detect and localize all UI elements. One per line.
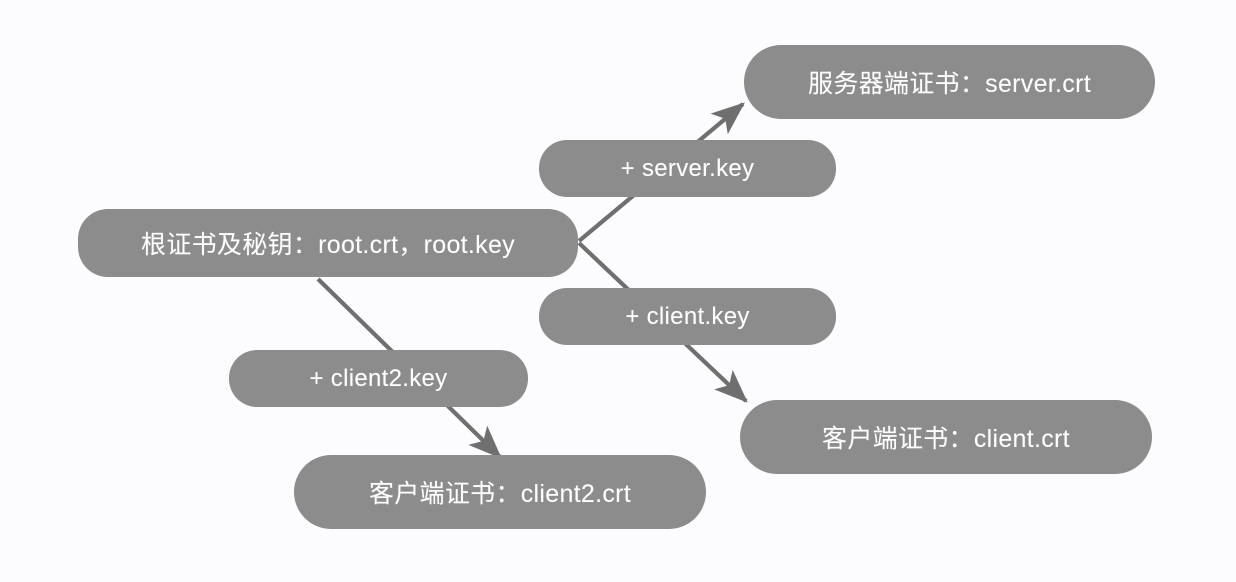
node-client2-certificate[interactable]: 客户端证书：client2.crt <box>294 455 706 529</box>
node-root-certificate[interactable]: 根证书及秘钥：root.crt，root.key <box>78 209 578 277</box>
node-server-certificate[interactable]: 服务器端证书：server.crt <box>744 45 1155 119</box>
node-client2-key[interactable]: + client2.key <box>229 350 528 407</box>
node-server-key[interactable]: + server.key <box>539 140 836 197</box>
node-client-certificate[interactable]: 客户端证书：client.crt <box>740 400 1152 474</box>
node-client-key[interactable]: + client.key <box>539 288 836 345</box>
